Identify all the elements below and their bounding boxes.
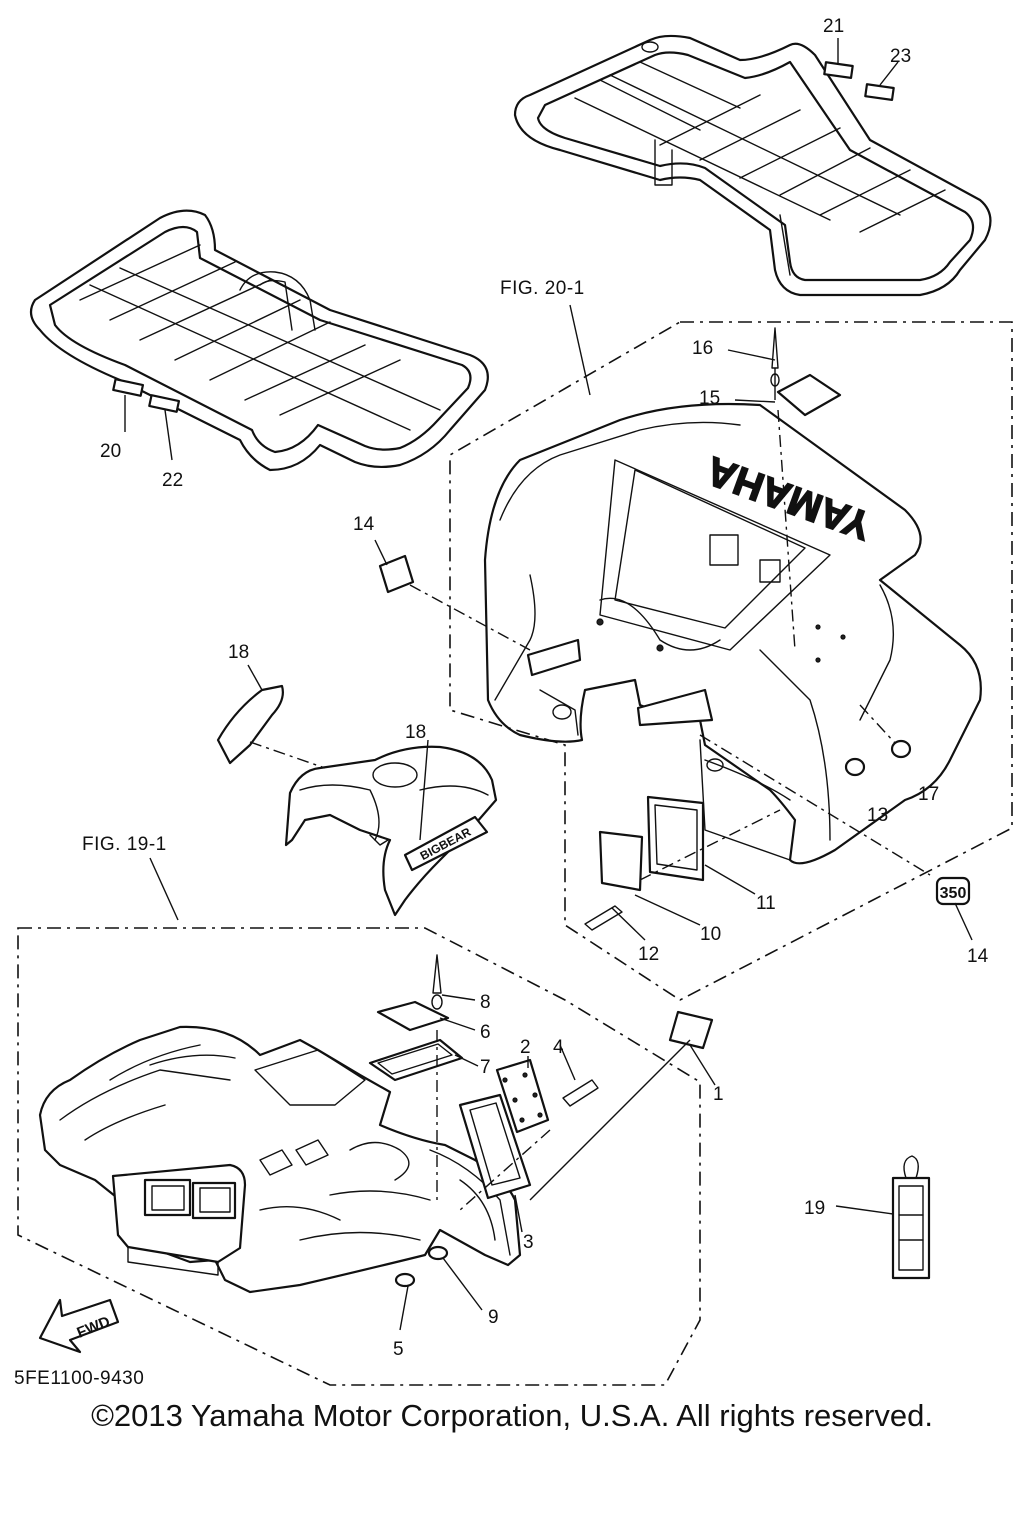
callout-12: 12 (638, 944, 659, 965)
callout-18b: 18 (405, 722, 426, 743)
copyright-notice: ©2013 Yamaha Motor Corporation, U.S.A. A… (91, 1398, 933, 1433)
callout-2: 2 (520, 1037, 531, 1058)
callout-labels: 21 23 20 22 16 15 14 18 18 17 13 11 10 1… (100, 16, 989, 1360)
callout-23: 23 (890, 46, 911, 67)
brand-decal-text: YAMAHA (701, 448, 878, 548)
callout-14a: 14 (353, 514, 375, 535)
callout-9: 9 (488, 1307, 499, 1328)
callout-16: 16 (692, 338, 713, 359)
callout-15: 15 (699, 388, 720, 409)
front-fender (38, 1025, 522, 1294)
callout-14b: 14 (967, 946, 989, 967)
fwd-arrow: FWD (38, 1298, 120, 1354)
callout-5: 5 (393, 1339, 404, 1360)
callout-6: 6 (480, 1022, 491, 1043)
rear-fender-small-parts: 350 (374, 327, 973, 941)
fig-ref-front: FIG. 19-1 (82, 834, 167, 855)
rear-fender (483, 402, 982, 865)
callout-18a: 18 (228, 642, 249, 663)
displacement-badge-text: 350 (940, 885, 967, 902)
callout-20: 20 (100, 441, 121, 462)
callout-3: 3 (523, 1232, 534, 1253)
front-carrier (29, 209, 489, 472)
callout-7: 7 (480, 1057, 491, 1078)
front-panel-decal-group: BIGBEAR (216, 664, 498, 917)
callout-4: 4 (553, 1037, 564, 1058)
callout-17: 17 (918, 784, 939, 805)
rear-carrier-labels (823, 38, 899, 101)
document-code: 5FE1100-9430 (14, 1368, 145, 1389)
front-fender-boundary (17, 857, 701, 1386)
callout-10: 10 (700, 924, 721, 945)
callout-13: 13 (867, 805, 888, 826)
rear-carrier (513, 34, 992, 297)
callout-11: 11 (756, 893, 776, 914)
warning-tag (835, 1155, 931, 1280)
rear-fender-boundary (449, 304, 1013, 1001)
fig-ref-rear: FIG. 20-1 (500, 278, 585, 299)
callout-21: 21 (823, 16, 844, 37)
front-fender-small-parts (376, 954, 716, 1331)
callout-19: 19 (804, 1198, 825, 1219)
callout-22: 22 (162, 470, 183, 491)
yamaha-decal: YAMAHA (700, 447, 878, 549)
callout-1: 1 (713, 1084, 724, 1105)
front-carrier-labels (112, 378, 181, 461)
callout-8: 8 (480, 992, 491, 1013)
